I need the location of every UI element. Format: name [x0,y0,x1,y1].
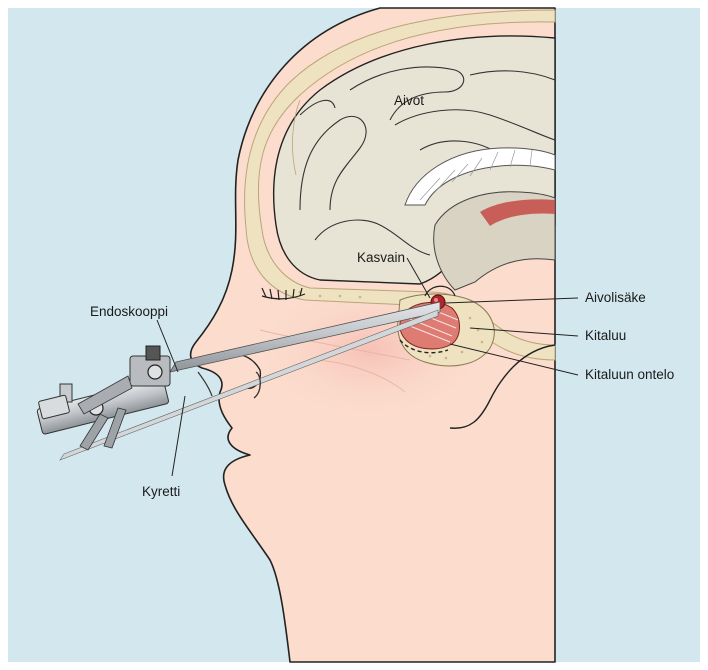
tumor-highlight [434,298,438,302]
label-curette: Kyretti [142,484,180,499]
label-endoscope: Endoskooppi [90,304,168,319]
label-brain: Aivot [394,93,424,108]
label-tumor: Kasvain [357,250,405,265]
label-sphenoid-bone: Kitaluu [585,328,626,343]
label-sphenoid-sinus: Kitaluun ontelo [585,367,674,382]
label-pituitary: Aivolisäke [585,290,646,305]
